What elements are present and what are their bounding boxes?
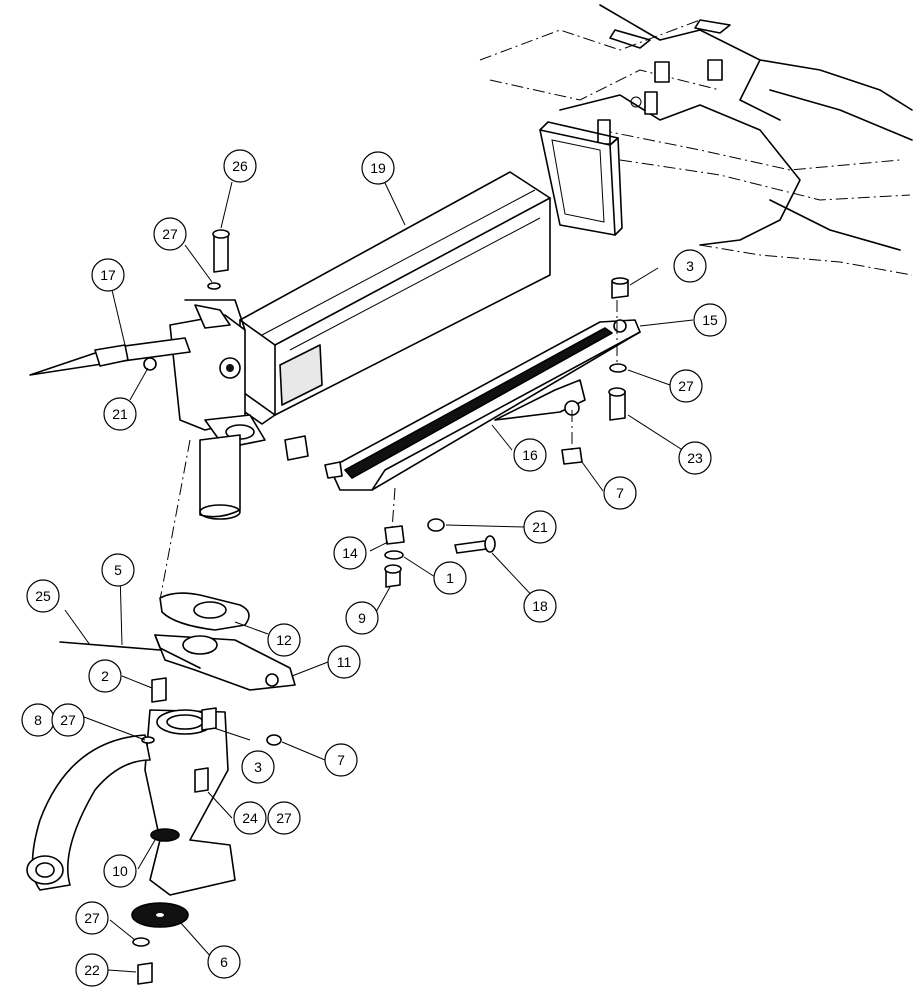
pivot-housing [29, 229, 266, 520]
chassis-frame [479, 4, 913, 276]
svg-text:14: 14 [342, 545, 358, 561]
svg-text:8: 8 [34, 712, 42, 728]
svg-text:9: 9 [358, 610, 366, 626]
callout-25: 25 [26, 579, 60, 613]
svg-text:7: 7 [337, 752, 345, 768]
svg-text:27: 27 [84, 910, 100, 926]
svg-text:27: 27 [678, 378, 694, 394]
svg-text:2: 2 [101, 668, 109, 684]
callout-3: 3 [241, 750, 275, 784]
svg-text:12: 12 [276, 632, 292, 648]
callout-18: 18 [523, 589, 557, 623]
svg-text:7: 7 [616, 485, 624, 501]
callout-10: 10 [103, 854, 137, 888]
svg-text:27: 27 [162, 226, 178, 242]
callout-27: 27 [75, 901, 109, 935]
svg-text:16: 16 [522, 447, 538, 463]
svg-text:15: 15 [702, 312, 718, 328]
svg-text:5: 5 [114, 562, 122, 578]
callout-15: 15 [693, 303, 727, 337]
callout-21: 21 [523, 510, 557, 544]
svg-text:3: 3 [686, 258, 694, 274]
plates [59, 439, 296, 691]
hardware-right [561, 277, 629, 465]
svg-text:21: 21 [532, 519, 548, 535]
track-arm [284, 319, 641, 491]
hardware-center [384, 487, 496, 588]
svg-text:17: 17 [100, 267, 116, 283]
callout-22: 22 [75, 953, 109, 987]
svg-text:1: 1 [446, 570, 454, 586]
callout-14: 14 [333, 536, 367, 570]
callout-17: 17 [91, 258, 125, 292]
callout-3: 3 [673, 249, 707, 283]
callout-27: 27 [51, 703, 85, 737]
callout-21: 21 [103, 397, 137, 431]
callout-16: 16 [513, 438, 547, 472]
main-beam [227, 171, 551, 425]
callout-23: 23 [678, 441, 712, 475]
callout-1: 1 [433, 561, 467, 595]
callout-24: 24 [233, 801, 267, 835]
svg-text:11: 11 [337, 654, 352, 670]
callout-5: 5 [101, 553, 135, 587]
callout-8: 8 [21, 703, 55, 737]
svg-text:23: 23 [687, 450, 703, 466]
callout-27: 27 [153, 217, 187, 251]
callout-9: 9 [345, 601, 379, 635]
svg-text:24: 24 [242, 810, 258, 826]
callout-26: 26 [223, 149, 257, 183]
callout-12: 12 [267, 623, 301, 657]
steering-knuckle [26, 677, 282, 985]
svg-text:27: 27 [276, 810, 292, 826]
svg-text:26: 26 [232, 158, 248, 174]
callout-19: 19 [361, 151, 395, 185]
svg-text:22: 22 [84, 962, 100, 978]
callout-6: 6 [207, 945, 241, 979]
svg-text:3: 3 [254, 759, 262, 775]
leader-lines [64, 181, 696, 973]
svg-text:19: 19 [370, 160, 386, 176]
svg-text:18: 18 [532, 598, 548, 614]
svg-text:21: 21 [112, 406, 128, 422]
callout-7: 7 [603, 476, 637, 510]
svg-text:25: 25 [35, 588, 51, 604]
svg-text:6: 6 [220, 954, 228, 970]
svg-text:27: 27 [60, 712, 76, 728]
callout-7: 7 [324, 743, 358, 777]
callout-2: 2 [88, 659, 122, 693]
callout-27: 27 [669, 369, 703, 403]
callout-11: 11 [327, 645, 361, 679]
callouts: 26 27 19 17 21 3 15 27 23 16 7 21 14 1 1… [21, 149, 727, 987]
svg-text:10: 10 [112, 863, 128, 879]
callout-27: 27 [267, 801, 301, 835]
